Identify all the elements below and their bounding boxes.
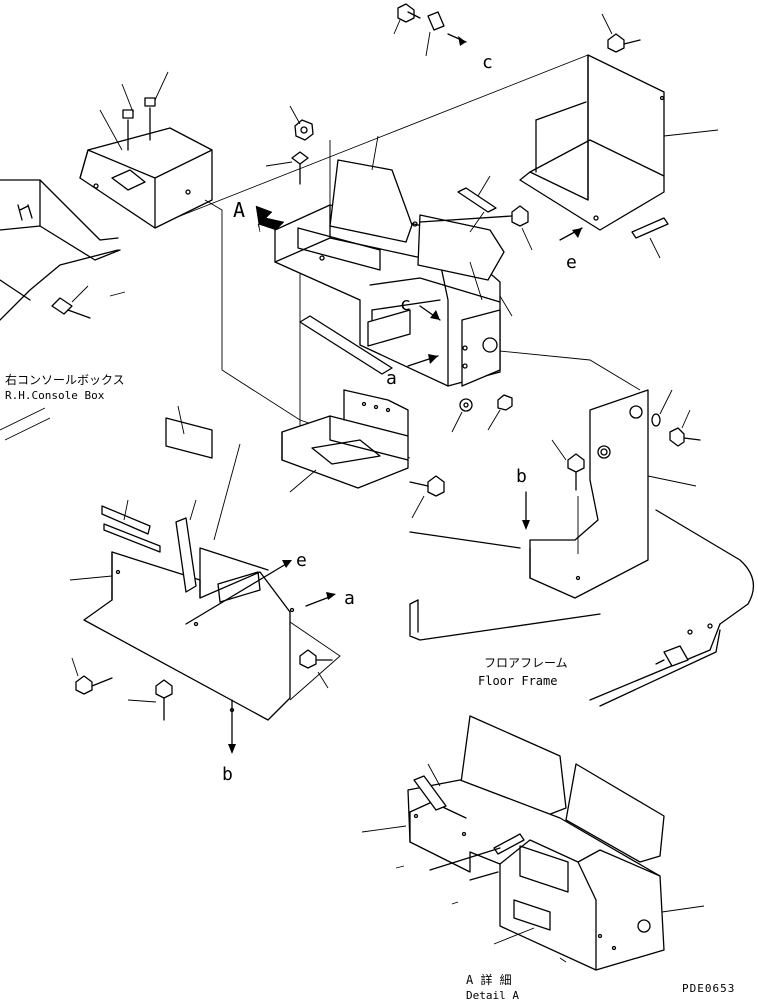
detail-a-label-jp: A 詳 細: [466, 972, 512, 987]
callout-b-upper: b: [516, 466, 527, 487]
callout-a-lower: a: [344, 588, 355, 609]
arrow-icon: [419, 305, 441, 321]
callout-a-upper: a: [386, 368, 397, 389]
lower-plate: [281, 389, 409, 493]
bolt-icon: [299, 649, 333, 689]
bracket-assembly: [274, 159, 505, 387]
floor-frame-label-en: Floor Frame: [478, 674, 557, 688]
arrow-icon: [522, 491, 530, 530]
nut-icon: [289, 105, 314, 141]
arrow-icon: [305, 592, 336, 607]
bolt-icon: [409, 475, 445, 519]
detail-a-label-en: Detail A: [466, 989, 519, 1002]
rh-console-box-label-en: R.H.Console Box: [5, 389, 105, 402]
strip-part: [631, 217, 669, 259]
rh-console-box-label-jp: 右コンソールボックス: [5, 372, 125, 387]
bolt-icon: [265, 151, 309, 185]
arrow-icon: [559, 227, 583, 241]
bolt-icon: [419, 205, 533, 251]
lower-left-assembly: [69, 405, 341, 721]
bolt-icon: [601, 13, 641, 53]
nut-icon: [451, 398, 473, 433]
arrow-icon: [185, 560, 292, 625]
washer-icon: [651, 389, 673, 427]
bolt-icon: [393, 3, 421, 35]
leader-line: [174, 54, 589, 219]
view-a-label: A: [233, 198, 245, 222]
arrow-icon: [228, 699, 236, 754]
callout-b-lower: b: [222, 764, 233, 785]
callout-c-top: c: [482, 52, 493, 73]
strip-part: [457, 175, 497, 213]
screw-icon: [122, 109, 134, 151]
callout-c-mid: c: [400, 294, 411, 315]
bolt-icon: [51, 285, 91, 319]
nut-icon: [487, 394, 513, 431]
detail-a-assembly: A 詳 細 Detail A: [361, 715, 705, 1002]
arrow-icon: [447, 33, 467, 46]
cover-plate: [519, 54, 719, 231]
callout-e-upper: e: [566, 252, 577, 273]
bolt-icon: [71, 657, 113, 695]
screw-icon: [144, 97, 156, 141]
arrow-icon: [407, 354, 439, 367]
floor-frame-label-jp: フロアフレーム: [484, 656, 568, 670]
floor-frame: フロアフレーム Floor Frame: [409, 509, 755, 707]
callout-e-lower: e: [296, 550, 307, 571]
side-panel: [529, 389, 697, 599]
bolt-icon: [669, 409, 701, 447]
drawing-number: PDE0653: [682, 982, 735, 995]
view-arrow-icon: [255, 205, 285, 233]
rh-console-box: 右コンソールボックス R.H.Console Box: [0, 71, 213, 441]
spacer-icon: [425, 11, 445, 57]
bolt-icon: [127, 679, 173, 721]
bolt-icon: [551, 439, 585, 491]
